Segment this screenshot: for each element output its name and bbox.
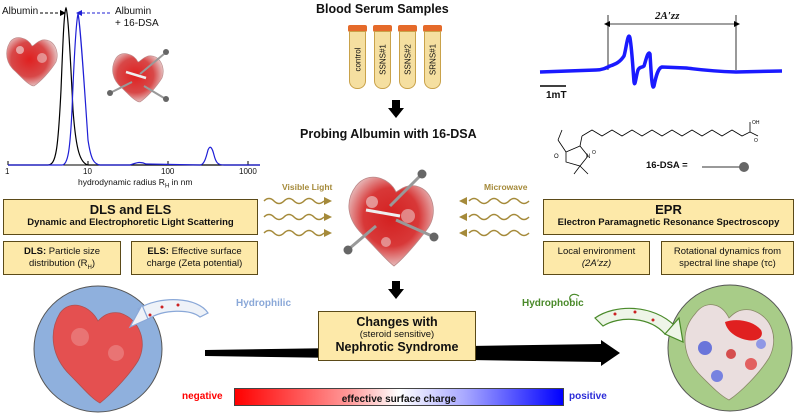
- dls-detail-label: DLS:: [23, 246, 47, 257]
- dls-detail-box: DLS: Particle size distribution (RH): [3, 241, 121, 275]
- dls-legend-arrows: [40, 10, 112, 16]
- dls-detail-text2: distribution (R: [28, 258, 88, 269]
- svg-text:OH: OH: [752, 120, 760, 126]
- dls-detail-sub: H: [87, 264, 92, 271]
- dls-xlabel-unit: in nm: [169, 177, 193, 187]
- dls-xlabel-sub: H: [164, 183, 170, 190]
- epr-box: EPR Electron Paramagnetic Resonance Spec…: [543, 199, 794, 235]
- dls-detail-text3: ): [91, 258, 96, 269]
- down-arrow-2: [388, 281, 404, 299]
- legend-albumin-dsa-line2: + 16-DSA: [115, 18, 159, 29]
- hydrophobic-label: Hydrophobic: [522, 298, 584, 309]
- epr-detail2-line2: spectral line shape (τc): [679, 258, 776, 269]
- changes-line1: Changes with: [356, 315, 438, 329]
- charge-negative-label: negative: [182, 391, 223, 402]
- epr-title: EPR: [655, 202, 682, 217]
- epr-detail-box-2: Rotational dynamics from spectral line s…: [661, 241, 794, 275]
- dsa-structure: OH O O N O: [554, 120, 760, 175]
- changes-line3: Nephrotic Syndrome: [335, 340, 459, 354]
- dls-xtick-1000: 1000: [239, 167, 257, 176]
- tube-label-ssns2: SSNS#2: [403, 44, 413, 75]
- epr-detail1-line1: Local environment: [557, 246, 636, 257]
- hydrophilic-label: Hydrophilic: [236, 298, 292, 309]
- microwave-label: Microwave: [484, 182, 528, 192]
- tube-label-ssns1: SSNS#1: [378, 44, 388, 75]
- legend-albumin: Albumin: [2, 6, 39, 17]
- dls-xlabel-text: hydrodynamic radius R: [78, 177, 165, 187]
- dls-xtick-100: 100: [161, 167, 175, 176]
- albumin-protein-icon: [6, 37, 58, 87]
- changes-line2: (steroid sensitive): [359, 329, 435, 340]
- surface-charge-bar: effective surface charge: [234, 388, 564, 406]
- epr-detail2-line1: Rotational dynamics from: [673, 246, 782, 257]
- svg-text:O: O: [592, 150, 596, 156]
- tube-control: control: [348, 25, 367, 95]
- microwave-waves: [459, 197, 530, 237]
- tube-label-control: control: [353, 47, 363, 72]
- epr-subtitle: Electron Paramagnetic Resonance Spectros…: [557, 217, 780, 228]
- dls-els-box: DLS and ELS Dynamic and Electrophoretic …: [3, 199, 258, 235]
- albumin-curve: [8, 6, 260, 166]
- hydrophobic-protein-circle: [569, 284, 793, 412]
- dls-xlabel: hydrodynamic radius RH in nm: [78, 177, 192, 190]
- svg-text:N: N: [586, 154, 590, 160]
- els-detail-text1: Effective surface: [168, 246, 242, 257]
- svg-text:O: O: [554, 154, 559, 160]
- els-detail-label: ELS:: [147, 246, 169, 257]
- charge-positive-label: positive: [569, 391, 607, 402]
- epr-spectrum-plot: [539, 15, 783, 89]
- epr-detail1-line2: (2A′zz): [581, 258, 612, 269]
- down-arrow-1: [388, 100, 404, 118]
- dls-xtick-10: 10: [83, 167, 92, 176]
- probing-title: Probing Albumin with 16-DSA: [300, 127, 477, 141]
- dls-els-subtitle: Dynamic and Electrophoretic Light Scatte…: [27, 217, 234, 228]
- central-albumin-dsa-protein: [343, 169, 439, 267]
- hydrophilic-protein-circle: [33, 285, 209, 413]
- dls-els-title: DLS and ELS: [89, 202, 172, 217]
- changes-box: Changes with (steroid sensitive) Nephrot…: [318, 311, 476, 361]
- serum-title: Blood Serum Samples: [316, 2, 449, 16]
- albumin-dsa-curve: [8, 11, 260, 166]
- epr-span-label: 2A′zz: [655, 10, 680, 22]
- legend-albumin-dsa-line1: Albumin: [115, 6, 152, 17]
- tube-srns1: SRNS#1: [423, 25, 442, 95]
- els-detail-box: ELS: Effective surface charge (Zeta pote…: [131, 241, 258, 275]
- tube-ssns1: SSNS#1: [373, 25, 392, 95]
- epr-detail-box-1: Local environment (2A′zz): [543, 241, 650, 275]
- dls-size-distribution-plot: [7, 6, 260, 166]
- charge-bar-label: effective surface charge: [341, 394, 457, 405]
- visible-light-label: Visible Light: [282, 182, 333, 192]
- svg-text:O: O: [754, 138, 758, 144]
- dls-detail-text1: Particle size: [46, 246, 101, 257]
- tube-ssns2: SSNS#2: [398, 25, 417, 95]
- epr-scale-label: 1mT: [546, 90, 567, 101]
- visible-light-waves: [263, 197, 332, 237]
- albumin-dsa-protein-icon: [107, 49, 169, 103]
- serum-tubes: control SSNS#1 SSNS#2 SRNS#1: [348, 25, 442, 97]
- tube-label-srns1: SRNS#1: [428, 43, 438, 76]
- dsa-label: 16-DSA =: [646, 160, 688, 171]
- els-detail-text2: charge (Zeta potential): [146, 258, 243, 269]
- dls-xtick-1: 1: [5, 167, 10, 176]
